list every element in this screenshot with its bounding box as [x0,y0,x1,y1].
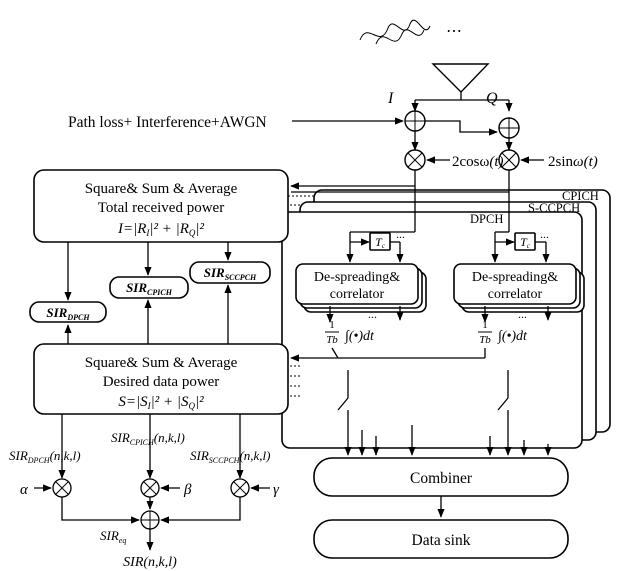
i-branch-label: I [387,90,394,107]
despread-i-line2: correlator [330,287,385,302]
data-sink-box [313,519,569,559]
combiner-inputs [344,410,552,456]
beta-multiplier [140,478,160,498]
desired-power-box [33,343,289,415]
alpha-multiplier [52,478,72,498]
svg-text:∫(•)dt: ∫(•)dt [344,329,375,344]
data-sink-label: Data sink [412,532,471,549]
despread-q-line1: De-spreading& [472,270,558,285]
sir-adder [140,510,160,530]
desired-power-formula: S=|SI|² + |SQ|² [118,394,204,411]
tc-text-q: Tc [520,235,531,250]
integrator-i: 1 Tb ∫(•)dt [325,319,375,346]
svg-text:1: 1 [329,319,335,331]
q-carrier-label: 2sinω(t) [548,154,598,170]
sir-cpich-nkl: SIRCPICH(n,k,l) [111,430,185,447]
svg-text:∫(•)dt: ∫(•)dt [497,329,528,344]
desired-power-line2: Desired data power [103,374,220,390]
ellipsis-q-top: ... [540,227,549,241]
ellipsis-q-mid: ... [518,307,527,321]
dpch-label: DPCH [470,212,503,226]
sir-sccpch-pill [189,261,271,284]
tc-text-i: Tc [375,235,386,250]
i-carrier-label: 2cosω(t) [452,154,504,170]
sir-output-label: SIR(n,k,l) [123,555,177,570]
total-power-box [33,169,289,243]
despreading-correlator-q [453,263,577,305]
svg-text:⋯: ⋯ [446,23,462,40]
desired-power-feeds [290,354,485,397]
beta-label: β [183,482,192,498]
total-power-line2: Total received power [98,200,224,216]
q-adder [498,117,520,139]
integrator-q: 1 Tb ∫(•)dt [478,319,528,346]
combiner-label: Combiner [410,470,473,487]
gamma-label: γ [273,482,280,498]
despreading-correlator-i [295,263,419,305]
q-branch-label: Q [486,90,498,107]
desired-power-line1: Square& Sum & Average [85,355,238,371]
dpch-panel [281,211,583,449]
input-disturbance-label: Path loss+ Interference+AWGN [68,114,267,131]
sir-sccpch-nkl: SIRSCCPCH(n,k,l) [190,448,271,465]
cpich-label: CPICH [562,189,599,203]
sir-cpich-pill [109,276,189,299]
i-adder [404,110,426,132]
svg-text:1: 1 [482,319,488,331]
total-power-line1: Square& Sum & Average [85,181,238,197]
sir-cpich-text: SIRCPICH [126,280,173,297]
despread-q-line2: correlator [488,287,543,302]
sccpch-label: S-CCPCH [528,201,580,215]
sir-dpch-nkl: SIRDPCH(n,k,l) [9,448,81,465]
i-mixer [404,149,426,171]
gamma-multiplier [230,478,250,498]
ellipsis-i-top: ... [396,227,405,241]
antenna-icon: ⋯ [359,19,509,101]
despread-i-line1: De-spreading& [314,270,400,285]
ellipsis-i-mid: ... [368,307,377,321]
sir-dpch-text: SIRDPCH [46,305,90,322]
sir-sccpch-text: SIRSCCPCH [204,265,257,282]
svg-text:Tb: Tb [326,334,338,346]
sir-eq-label: SIReq [100,528,126,545]
total-power-formula: I=|RI|² + |RQ|² [117,221,205,238]
alpha-label: α [20,482,29,498]
svg-text:Tb: Tb [479,334,491,346]
sir-dpch-pill [29,301,107,323]
